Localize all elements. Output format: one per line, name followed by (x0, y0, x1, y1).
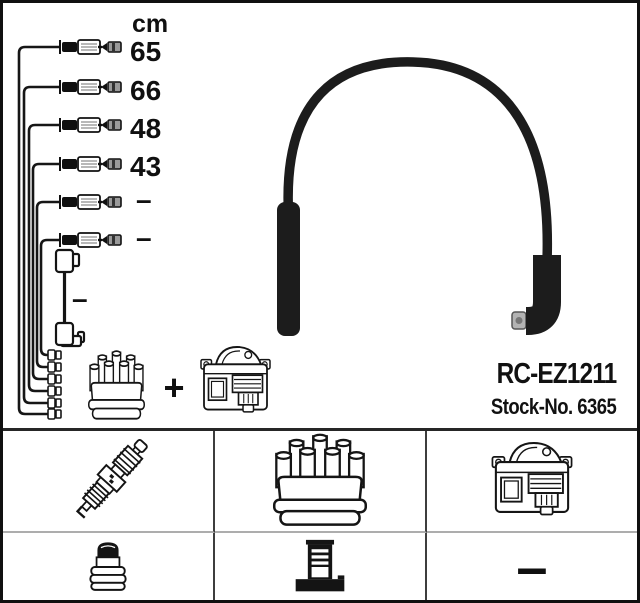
coil-wire-length-label: – (72, 283, 88, 314)
ignition-lead-photo (277, 57, 561, 336)
wire-length-label: 43 (130, 151, 162, 182)
wire-length-label: 66 (130, 75, 162, 106)
product-code: RC-EZ1211 (496, 358, 617, 390)
table-cell-ignition-coil (427, 431, 637, 533)
kit-contents-table: – (3, 428, 637, 600)
lead-connector-icons (58, 39, 123, 249)
table-cell-spark-plug (3, 431, 215, 533)
spark-plug-icon (69, 432, 155, 524)
stock-number: Stock-No. 6365 (490, 394, 617, 420)
ignition-coil-drawing (200, 346, 271, 413)
distributor-cap-drawing (87, 350, 146, 420)
plus-sign: + (163, 367, 185, 408)
ignition-coil-icon (491, 441, 573, 516)
table-cell-terminal-nut (3, 533, 215, 600)
wire-bundle-lines (17, 45, 60, 416)
wire-length-label: – (136, 184, 152, 215)
coil-lead-drawing (54, 248, 86, 348)
table-cell-distributor-cap (215, 431, 427, 533)
length-unit-label: cm (132, 10, 169, 38)
table-cell-no-part: – (427, 533, 637, 600)
wire-length-label: 65 (130, 36, 162, 67)
product-info: RC-EZ1211 Stock-No. 6365 (467, 358, 617, 420)
terminal-nut-icon (89, 540, 127, 591)
wire-length-label: – (136, 222, 152, 253)
wire-length-label: 48 (130, 113, 162, 144)
wire-set-schematic-and-photo (17, 39, 561, 420)
distributor-cap-icon (272, 433, 368, 526)
bundle-terminal-icons (47, 349, 62, 420)
no-part-dash: – (516, 534, 548, 598)
terminal-post-icon (295, 539, 345, 591)
table-cell-terminal-post (215, 533, 427, 600)
